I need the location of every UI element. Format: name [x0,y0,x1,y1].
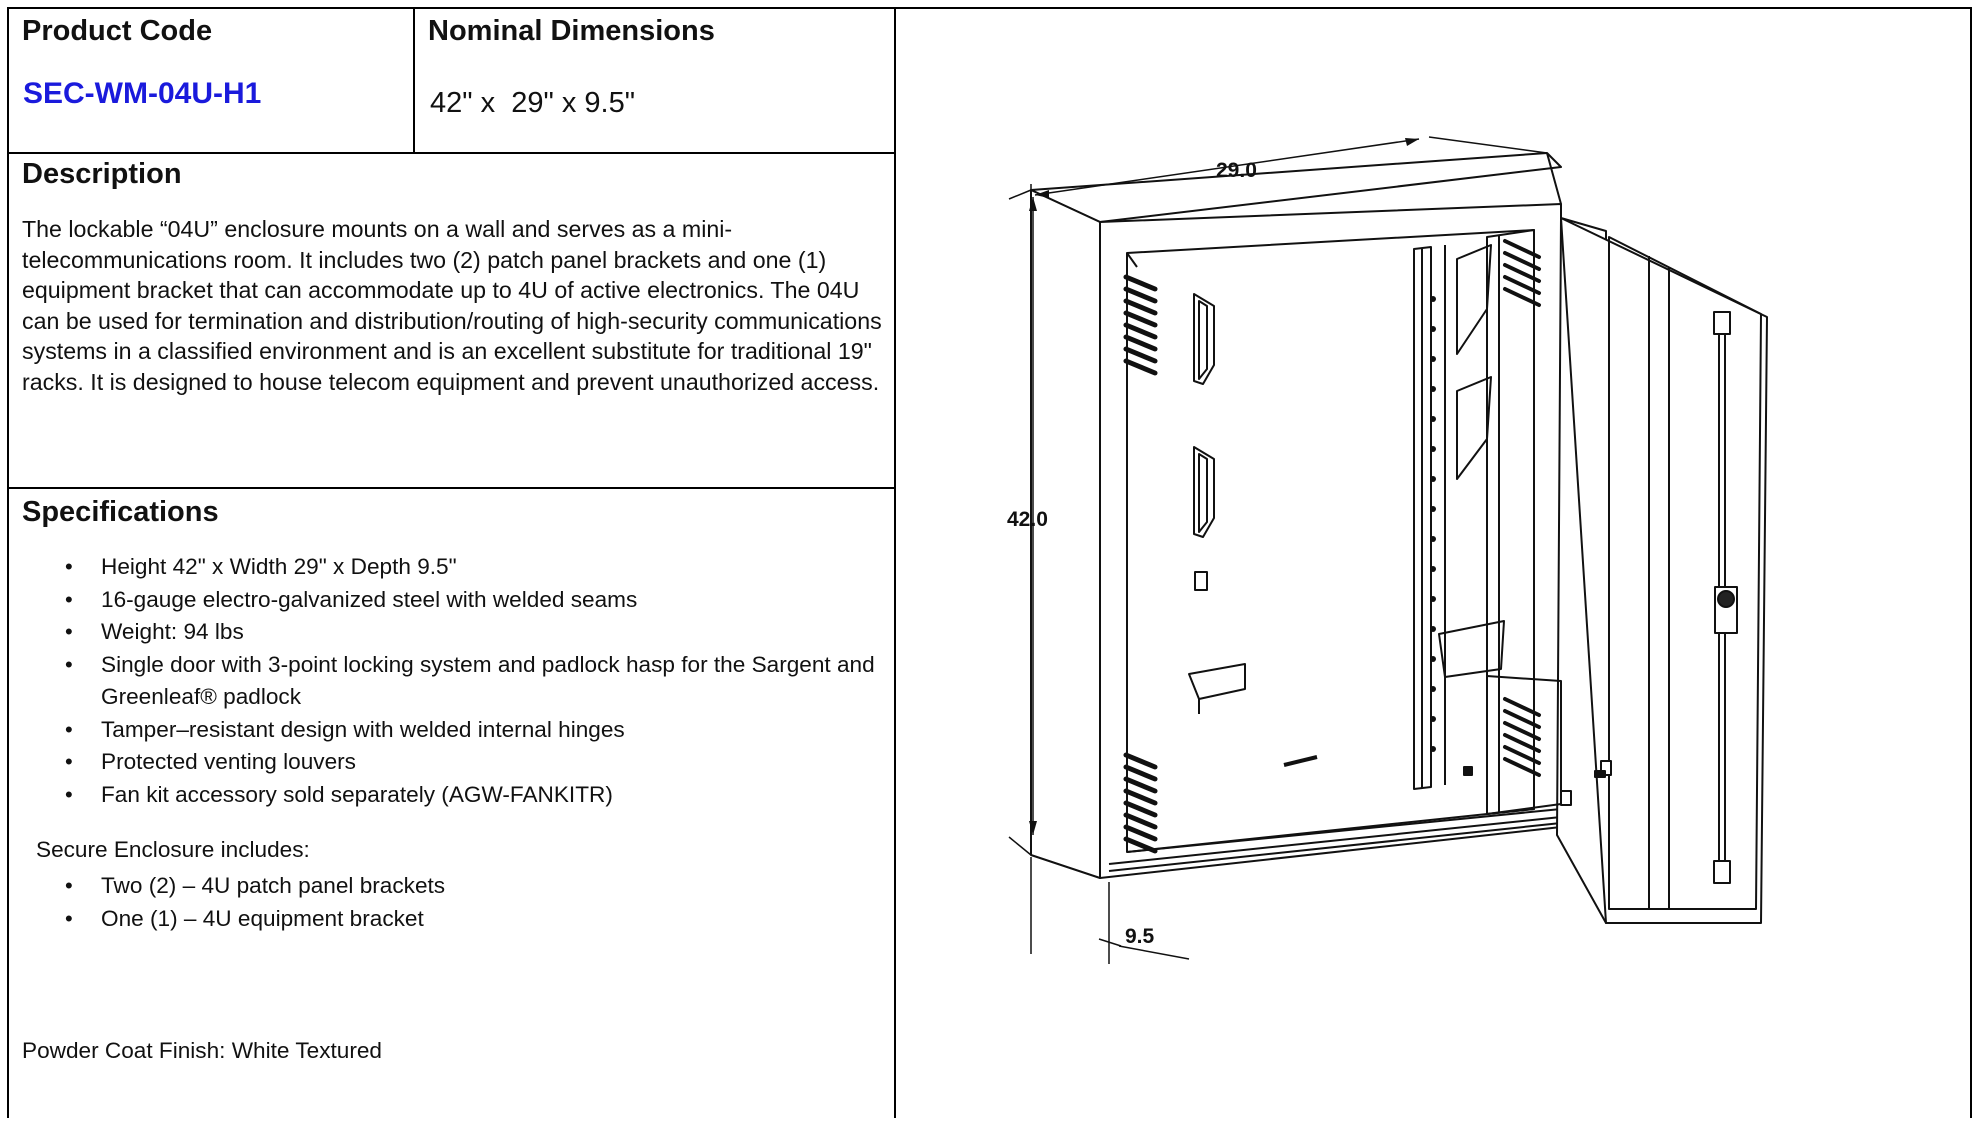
info-column: Product Code SEC-WM-04U-H1 Nominal Dimen… [9,9,896,1118]
list-item: Two (2) – 4U patch panel brackets [9,870,889,903]
enclosure-drawing: 29.0 42.0 9.5 [1007,136,1768,964]
height-dimension: 42.0 [1007,508,1048,531]
list-item: Tamper–resistant design with welded inte… [9,714,889,747]
list-item: Protected venting louvers [9,746,889,779]
dimensions-label: Nominal Dimensions [428,15,715,47]
list-item: Fan kit accessory sold separately (AGW-F… [9,779,889,812]
header-row: Product Code SEC-WM-04U-H1 Nominal Dimen… [9,9,894,154]
list-item: Height 42" x Width 29" x Depth 9.5" [9,551,889,584]
width-dimension: 29.0 [1216,159,1257,182]
specifications-title: Specifications [22,496,219,528]
specifications-section: Specifications Height 42" x Width 29" x … [9,489,894,1129]
product-code-value: SEC-WM-04U-H1 [23,77,262,110]
list-item: Weight: 94 lbs [9,616,889,649]
list-item: Single door with 3-point locking system … [9,649,889,714]
description-section: Description The lockable “04U” enclosure… [9,154,894,489]
drawing-area: 29.0 42.0 9.5 [896,9,1970,1118]
includes-label: Secure Enclosure includes: [36,837,310,862]
description-text: The lockable “04U” enclosure mounts on a… [22,216,882,395]
includes-list: Two (2) – 4U patch panel brackets One (1… [9,870,889,935]
dimensions-value: 42" x 29" x 9.5" [430,87,635,119]
specifications-list: Height 42" x Width 29" x Depth 9.5" 16-g… [9,551,889,811]
list-item: 16-gauge electro-galvanized steel with w… [9,584,889,617]
dimensions-cell: Nominal Dimensions 42" x 29" x 9.5" [415,9,894,152]
finish-text: Powder Coat Finish: White Textured [22,1038,382,1063]
product-code-cell: Product Code SEC-WM-04U-H1 [9,9,415,152]
product-code-label: Product Code [22,15,213,47]
description-title: Description [22,158,182,190]
spec-sheet: Product Code SEC-WM-04U-H1 Nominal Dimen… [7,7,1972,1118]
list-item: One (1) – 4U equipment bracket [9,903,889,936]
depth-dimension: 9.5 [1125,925,1155,948]
